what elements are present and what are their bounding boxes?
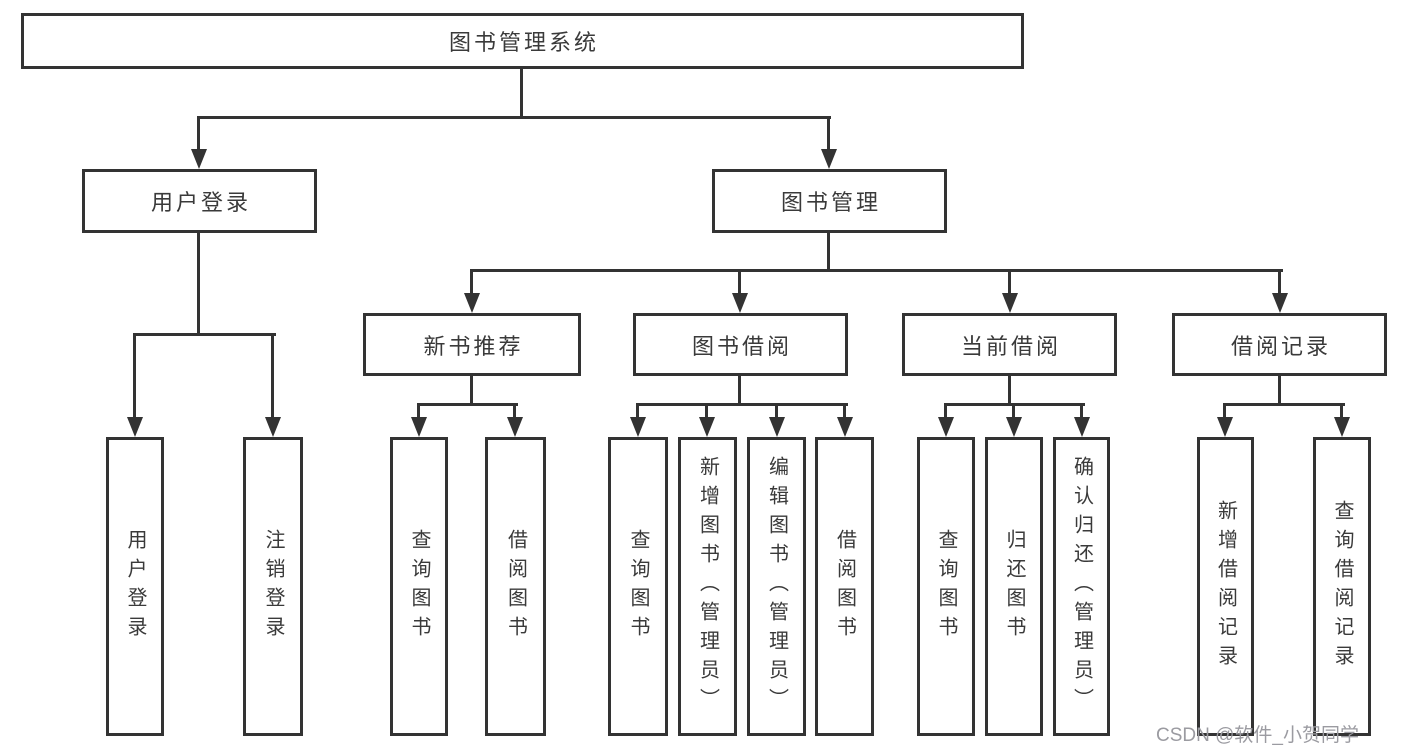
arrow-to-leaf-return-books bbox=[1006, 403, 1022, 437]
leaf-query-books-recommend: 查询图书 bbox=[390, 437, 448, 736]
connector-book-borrowing-stem bbox=[738, 373, 741, 406]
arrow-to-book-borrowing bbox=[732, 269, 748, 313]
arrow-to-leaf-edit-books bbox=[769, 403, 785, 437]
node-library-management-system: 图书管理系统 bbox=[21, 13, 1024, 69]
arrow-to-book-management bbox=[821, 116, 837, 169]
arrow-to-leaf-user-login bbox=[127, 333, 143, 437]
leaf-borrow-books-borrowing: 借阅图书 bbox=[815, 437, 874, 736]
node-user-login: 用户登录 bbox=[82, 169, 317, 233]
node-borrowing-records: 借阅记录 bbox=[1172, 313, 1387, 376]
connector-user-login-stem bbox=[197, 230, 200, 336]
connector-new-book-recommend-stem bbox=[470, 373, 473, 406]
leaf-query-books-borrowing: 查询图书 bbox=[608, 437, 668, 736]
connector-new-book-recommend-rail bbox=[417, 403, 518, 406]
arrow-to-leaf-borrow-books-borrowing bbox=[837, 403, 853, 437]
node-book-borrowing: 图书借阅 bbox=[633, 313, 848, 376]
arrow-to-leaf-add-books bbox=[699, 403, 715, 437]
arrow-to-new-book-recommend bbox=[464, 269, 480, 313]
leaf-confirm-return-admin: 确认归还（管理员） bbox=[1053, 437, 1110, 736]
node-book-management: 图书管理 bbox=[712, 169, 947, 233]
connector-borrowing-records-stem bbox=[1278, 373, 1281, 406]
connector-root-stem bbox=[520, 66, 523, 119]
leaf-borrow-books-recommend: 借阅图书 bbox=[485, 437, 546, 736]
arrow-to-leaf-query-borrow-record bbox=[1334, 403, 1350, 437]
leaf-query-borrow-record: 查询借阅记录 bbox=[1313, 437, 1371, 736]
arrow-to-borrowing-records bbox=[1272, 269, 1288, 313]
leaf-user-login: 用户登录 bbox=[106, 437, 164, 736]
arrow-to-leaf-add-borrow-record bbox=[1217, 403, 1233, 437]
connector-user-login-rail bbox=[133, 333, 276, 336]
connector-borrowing-records-rail bbox=[1223, 403, 1345, 406]
arrow-to-current-borrowing bbox=[1002, 269, 1018, 313]
leaf-add-borrow-record: 新增借阅记录 bbox=[1197, 437, 1254, 736]
csdn-watermark: CSDN @软件_小贺同学 bbox=[1156, 725, 1359, 746]
connector-level2-rail bbox=[197, 116, 831, 119]
arrow-to-leaf-borrow-books-recommend bbox=[507, 403, 523, 437]
arrow-to-leaf-query-books-borrowing bbox=[630, 403, 646, 437]
node-current-borrowing: 当前借阅 bbox=[902, 313, 1117, 376]
leaf-query-books-current: 查询图书 bbox=[917, 437, 975, 736]
leaf-return-books: 归还图书 bbox=[985, 437, 1043, 736]
node-new-book-recommend: 新书推荐 bbox=[363, 313, 581, 376]
arrow-to-leaf-query-books-recommend bbox=[411, 403, 427, 437]
arrow-to-user-login bbox=[191, 116, 207, 169]
leaf-logout: 注销登录 bbox=[243, 437, 303, 736]
connector-book-borrowing-rail bbox=[636, 403, 848, 406]
connector-current-borrowing-stem bbox=[1008, 373, 1011, 406]
leaf-add-books-admin: 新增图书（管理员） bbox=[678, 437, 737, 736]
arrow-to-leaf-logout bbox=[265, 333, 281, 437]
arrow-to-leaf-confirm-return bbox=[1074, 403, 1090, 437]
arrow-to-leaf-query-books-current bbox=[938, 403, 954, 437]
connector-book-management-stem bbox=[827, 230, 830, 272]
leaf-edit-books-admin: 编辑图书（管理员） bbox=[747, 437, 806, 736]
connector-level3-rail bbox=[470, 269, 1283, 272]
